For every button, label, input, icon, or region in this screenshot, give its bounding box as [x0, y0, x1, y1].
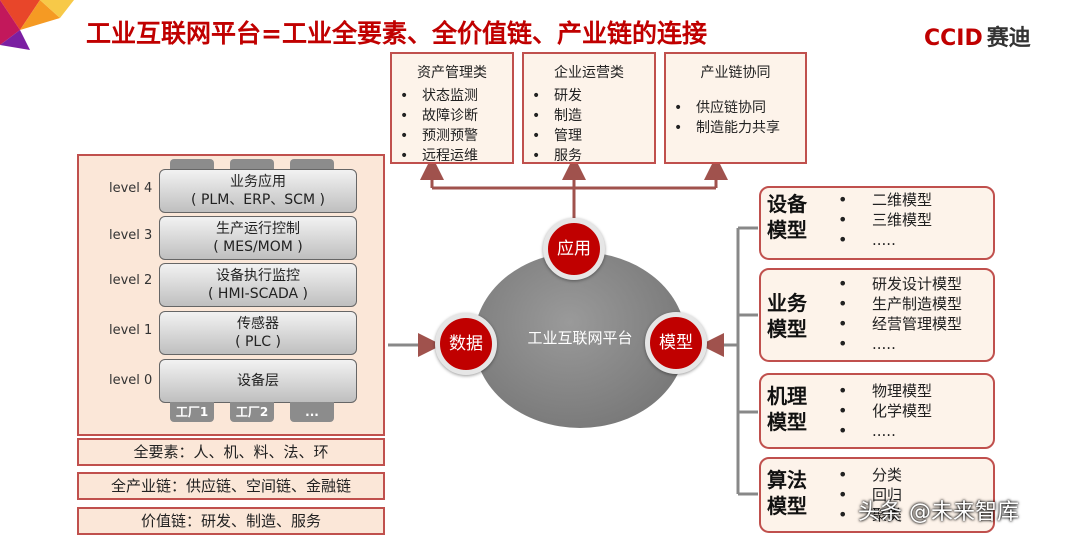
value-chain-bar: 价值链：研发、制造、服务 — [77, 507, 385, 535]
level-label: level 0 — [109, 373, 153, 388]
level-label: level 3 — [109, 228, 153, 243]
list-item: ..... — [838, 334, 962, 354]
list-item: 服务 — [532, 146, 654, 166]
level1-box: 传感器 ( PLC ) — [159, 311, 357, 355]
level-label: level 4 — [109, 181, 153, 196]
level0-box: 设备层 — [159, 359, 357, 403]
list-item: 管理 — [532, 126, 654, 146]
model-list: 研发设计模型 生产制造模型 经营管理模型 ..... — [838, 274, 962, 354]
model-list: 物理模型 化学模型 ..... — [838, 381, 932, 441]
asset-management-box: 资产管理类 状态监测 故障诊断 预测预警 远程运维 — [390, 52, 514, 164]
list-item: 预测预警 — [400, 126, 512, 146]
level-subtitle: ( HMI-SCADA ) — [208, 286, 308, 302]
list-item: 三维模型 — [838, 210, 932, 230]
page-title: 工业互联网平台=工业全要素、全价值链、产业链的连接 — [86, 19, 707, 48]
list-item: 回归 — [838, 485, 902, 505]
list-item: 远程运维 — [400, 146, 512, 166]
level-subtitle: ( PLM、ERP、SCM ) — [191, 192, 325, 208]
box-title: 企业运营类 — [554, 65, 624, 81]
list-item: 物理模型 — [838, 381, 932, 401]
industry-chain-box: 产业链协同 供应链协同 制造能力共享 — [664, 52, 807, 164]
list-item: 聚类 — [838, 505, 902, 525]
list-item: 经营管理模型 — [838, 314, 962, 334]
level-title: 设备执行监控 — [216, 268, 300, 284]
factory-more-tab: ... — [290, 402, 334, 422]
model-circle: 模型 — [645, 312, 707, 374]
list-item: 化学模型 — [838, 401, 932, 421]
list-item: ..... — [838, 421, 932, 441]
factory-1-tab: 工厂1 — [170, 402, 214, 422]
application-circle: 应用 — [543, 218, 605, 280]
list-item: 故障诊断 — [400, 106, 512, 126]
corner-decoration — [0, 0, 74, 50]
level4-box: 业务应用 ( PLM、ERP、SCM ) — [159, 169, 357, 213]
model-name: 算法模型 — [767, 468, 807, 518]
platform-label: 工业互联网平台 — [527, 329, 633, 347]
list-item: 分类 — [838, 465, 902, 485]
level-title: 生产运行控制 — [216, 221, 300, 237]
logo-cn: 赛迪 — [986, 26, 1031, 51]
level-label: level 1 — [109, 323, 153, 338]
level-title: 传感器 — [237, 316, 279, 332]
level-title: 业务应用 — [230, 174, 286, 190]
box-title: 产业链协同 — [700, 65, 771, 81]
level-label: level 2 — [109, 273, 153, 288]
model-name: 设备模型 — [767, 192, 807, 242]
level-subtitle: ( PLC ) — [235, 334, 281, 350]
list-item: 生产制造模型 — [838, 294, 962, 314]
list-item: 制造 — [532, 106, 654, 126]
list-item: 制造能力共享 — [674, 118, 805, 138]
model-list: 二维模型 三维模型 ..... — [838, 190, 932, 250]
level3-box: 生产运行控制 ( MES/MOM ) — [159, 216, 357, 260]
list-item: 研发设计模型 — [838, 274, 962, 294]
industry-chain-bar: 全产业链：供应链、空间链、金融链 — [77, 472, 385, 500]
box-title: 资产管理类 — [417, 65, 487, 81]
list-item: 二维模型 — [838, 190, 932, 210]
level2-box: 设备执行监控 ( HMI-SCADA ) — [159, 263, 357, 307]
list-item: 状态监测 — [400, 86, 512, 106]
level-title: 设备层 — [237, 373, 279, 389]
logo-brand: CCID — [924, 26, 983, 51]
watermark: 头条 @未来智库 — [858, 500, 1019, 525]
enterprise-operation-box: 企业运营类 研发 制造 管理 服务 — [522, 52, 656, 164]
all-elements-bar: 全要素：人、机、料、法、环 — [77, 438, 385, 466]
model-name: 业务模型 — [767, 291, 807, 341]
factory-2-tab: 工厂2 — [230, 402, 274, 422]
model-list: 分类 回归 聚类 — [838, 465, 902, 525]
list-item: ..... — [838, 230, 932, 250]
list-item: 供应链协同 — [674, 98, 805, 118]
list-item: 研发 — [532, 86, 654, 106]
level-subtitle: ( MES/MOM ) — [213, 239, 303, 255]
data-circle: 数据 — [435, 313, 497, 375]
model-name: 机理模型 — [767, 384, 807, 434]
